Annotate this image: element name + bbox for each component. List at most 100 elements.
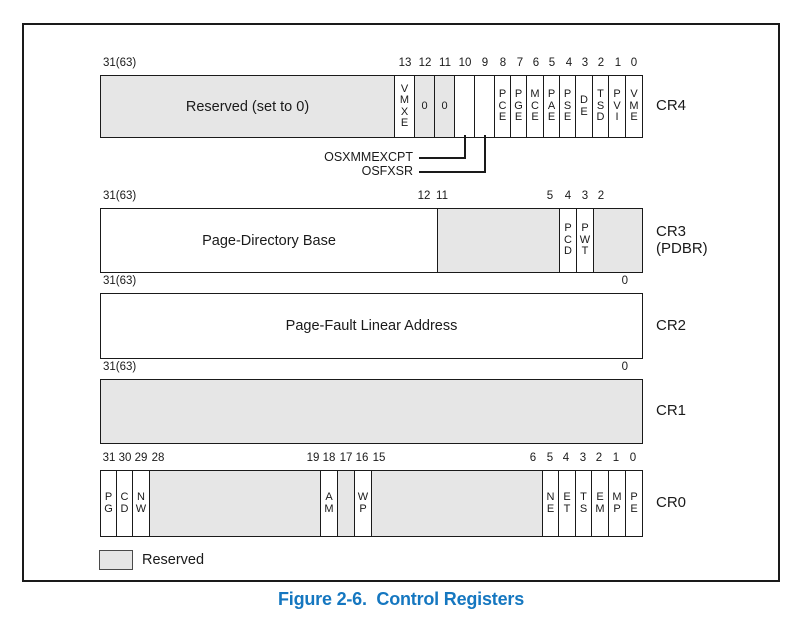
cr3-bit-label-11: 11 [436, 190, 448, 202]
cr3-reserved-segment [594, 209, 642, 272]
cr0-bit-label-4: 4 [562, 452, 570, 464]
cr1-range-label-left: 31(63) [103, 361, 137, 373]
cr4-bit-label-13: 13 [398, 57, 412, 69]
cr2-register-box: Page-Fault Linear Address [100, 293, 643, 359]
cr4-bit-label-3: 3 [581, 57, 589, 69]
cr2-field-page-fault-linear-address: Page-Fault Linear Address [101, 294, 642, 358]
cr4-bit-0: 0 [435, 76, 455, 137]
cr0-bit-label-0: 0 [629, 452, 637, 464]
cr4-bit-label-8: 8 [499, 57, 507, 69]
callout-osxmmexcpt-vline [464, 135, 466, 159]
cr3-bit-label-2: 2 [597, 190, 605, 202]
cr4-bit-0: 0 [415, 76, 435, 137]
cr0-bit-label-29: 29 [134, 452, 148, 464]
callout-osfxsr-vline [484, 135, 486, 173]
cr4-bit-label-11: 11 [439, 57, 451, 69]
legend-reserved-swatch [99, 550, 133, 570]
cr3-name-label: CR3(PDBR) [656, 222, 708, 257]
cr4-bit-label-1: 1 [614, 57, 622, 69]
cr4-bit-label-5: 5 [548, 57, 556, 69]
cr0-bit-label-30: 30 [118, 452, 132, 464]
cr1-register-box [100, 379, 643, 444]
cr3-range-label-left: 31(63) [103, 190, 137, 202]
cr4-bit-label-4: 4 [565, 57, 573, 69]
cr3-reserved-segment [438, 209, 560, 272]
cr4-bit-label-6: 6 [532, 57, 540, 69]
cr0-bit-label-28: 28 [151, 452, 165, 464]
cr4-bit-label-7: 7 [516, 57, 524, 69]
cr0-reserved-segment [338, 471, 355, 536]
cr2-field-page-fault-linear-address-label: Page-Fault Linear Address [285, 318, 458, 334]
cr0-bit-label-15: 15 [372, 452, 386, 464]
cr3-bit-label-5: 5 [546, 190, 554, 202]
cr2-range-label-right: 0 [621, 275, 628, 287]
cr4-bit-label-9: 9 [481, 57, 489, 69]
cr0-bit-label-6: 6 [529, 452, 537, 464]
cr4-bit-label-12: 12 [418, 57, 432, 69]
cr4-name-label: CR4 [656, 97, 687, 114]
cr4-bit-label-2: 2 [597, 57, 605, 69]
cr0-bit-label-5: 5 [546, 452, 554, 464]
cr0-bit-label-16: 16 [355, 452, 369, 464]
cr0-bit-label-19: 19 [306, 452, 320, 464]
cr0-name-label: CR0 [656, 494, 687, 511]
cr3-field-page-directory-base: Page-Directory Base [101, 209, 438, 272]
callout-osfxsr-label: OSFXSR [361, 164, 413, 178]
cr0-bit-label-3: 3 [579, 452, 587, 464]
figure-frame [22, 23, 780, 582]
cr4-bit-0-letters: 0 [421, 99, 428, 112]
cr4-bit10-osxmmexcpt [455, 76, 475, 137]
cr0-bit-label-17: 17 [339, 452, 353, 464]
cr3-field-page-directory-base-label: Page-Directory Base [202, 232, 336, 249]
cr1-name-label: CR1 [656, 402, 687, 419]
legend-reserved-label: Reserved [142, 552, 205, 568]
callout-osxmmexcpt-hline [419, 157, 466, 159]
cr2-name-label: CR2 [656, 316, 687, 334]
cr3-bit-label-4: 4 [564, 190, 572, 202]
cr0-bit-label-31: 31 [102, 452, 116, 464]
cr4-bit-label-0: 0 [630, 57, 638, 69]
cr0-reserved-segment [150, 471, 321, 536]
cr4-reserved-segment-label: Reserved (set to 0) [185, 98, 310, 115]
cr0-reserved-segment [372, 471, 543, 536]
cr1-range-label-right: 0 [621, 361, 628, 373]
